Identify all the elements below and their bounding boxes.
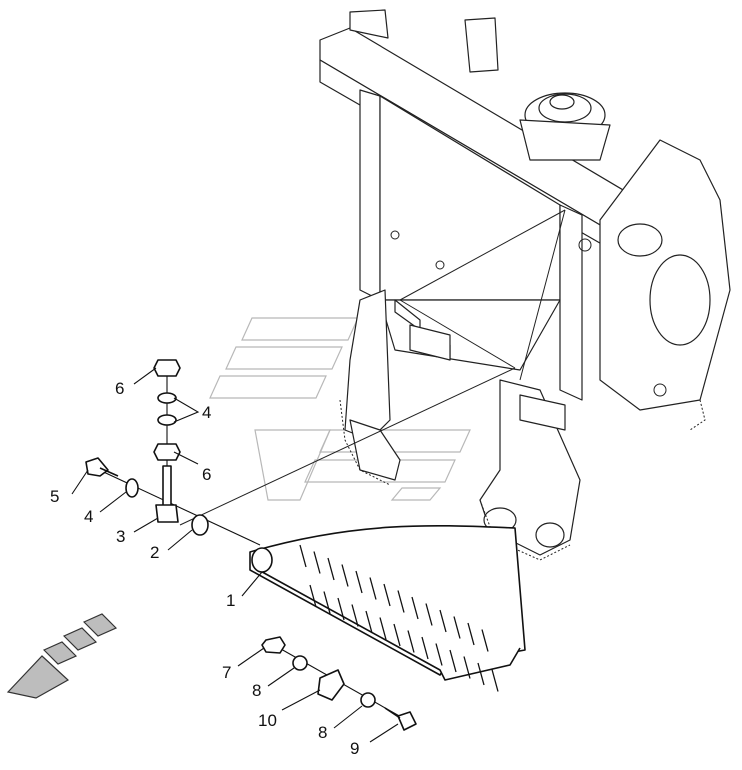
callout-4-left: 4 xyxy=(84,507,93,526)
washer-upper xyxy=(157,392,177,404)
callout-4-right: 4 xyxy=(202,403,211,422)
tread-slot xyxy=(299,544,307,568)
tread-slot xyxy=(397,590,405,613)
tread-slot xyxy=(421,636,429,660)
step-plate xyxy=(249,524,526,692)
callout-7: 7 xyxy=(222,663,231,682)
clevis-bracket xyxy=(155,504,179,523)
hex-nut-end xyxy=(261,636,286,654)
callout-5: 5 xyxy=(50,487,59,506)
tread-slot xyxy=(393,623,401,647)
callout-1: 1 xyxy=(226,591,235,610)
tread-slot xyxy=(383,583,391,607)
callout-leaders xyxy=(71,367,399,743)
callout-labels: 6 4 6 5 4 3 2 1 7 8 10 8 9 xyxy=(50,379,359,758)
tread-slot xyxy=(491,669,499,692)
tread-slot xyxy=(313,551,321,574)
tread-slot xyxy=(477,662,485,686)
callout-9: 9 xyxy=(350,739,359,758)
tread-slot xyxy=(379,617,387,640)
callout-8-right: 8 xyxy=(318,723,327,742)
flange-bolt xyxy=(85,457,109,477)
hex-nut-top xyxy=(153,359,181,377)
hex-nut-lower xyxy=(153,443,181,461)
end-cap-plate xyxy=(317,669,345,701)
washer-end-left xyxy=(292,655,308,671)
tread-slot xyxy=(337,597,345,621)
end-fastener-assembly xyxy=(261,636,417,731)
washer-end-right xyxy=(360,692,376,708)
tread-slot xyxy=(309,584,317,608)
callout-8-left: 8 xyxy=(252,681,261,700)
tread-slot xyxy=(467,622,475,646)
washer-left xyxy=(125,478,139,498)
bracket-fastener-assembly xyxy=(85,359,261,546)
callout-3: 3 xyxy=(116,527,125,546)
hex-bolt-end xyxy=(397,711,417,731)
tread-slot xyxy=(407,630,415,653)
tread-slot xyxy=(481,629,489,652)
washer-right xyxy=(191,514,209,536)
tread-slot xyxy=(355,570,363,594)
tread-slot xyxy=(435,643,443,666)
tread-slot xyxy=(341,564,349,587)
direction-arrow-icon xyxy=(6,613,118,699)
callout-6-top: 6 xyxy=(115,379,124,398)
tread-slot xyxy=(453,616,461,639)
tread-slot xyxy=(411,596,419,620)
washer-middle xyxy=(157,414,177,426)
tread-slot xyxy=(365,610,373,634)
tread-slot xyxy=(439,609,447,633)
machine-frame xyxy=(319,9,731,561)
callout-10: 10 xyxy=(258,711,277,730)
tread-slot xyxy=(463,656,471,679)
watermark-logo xyxy=(209,317,471,501)
tread-slot xyxy=(351,604,359,627)
callout-6-lower: 6 xyxy=(202,465,211,484)
callout-2: 2 xyxy=(150,543,159,562)
tread-slot xyxy=(323,591,331,614)
tread-slots xyxy=(299,544,499,692)
tread-slot xyxy=(369,577,377,600)
tread-slot xyxy=(327,557,335,581)
assembly-leader-lines xyxy=(179,209,566,526)
tread-slot xyxy=(425,603,433,626)
tread-slot xyxy=(449,649,457,673)
